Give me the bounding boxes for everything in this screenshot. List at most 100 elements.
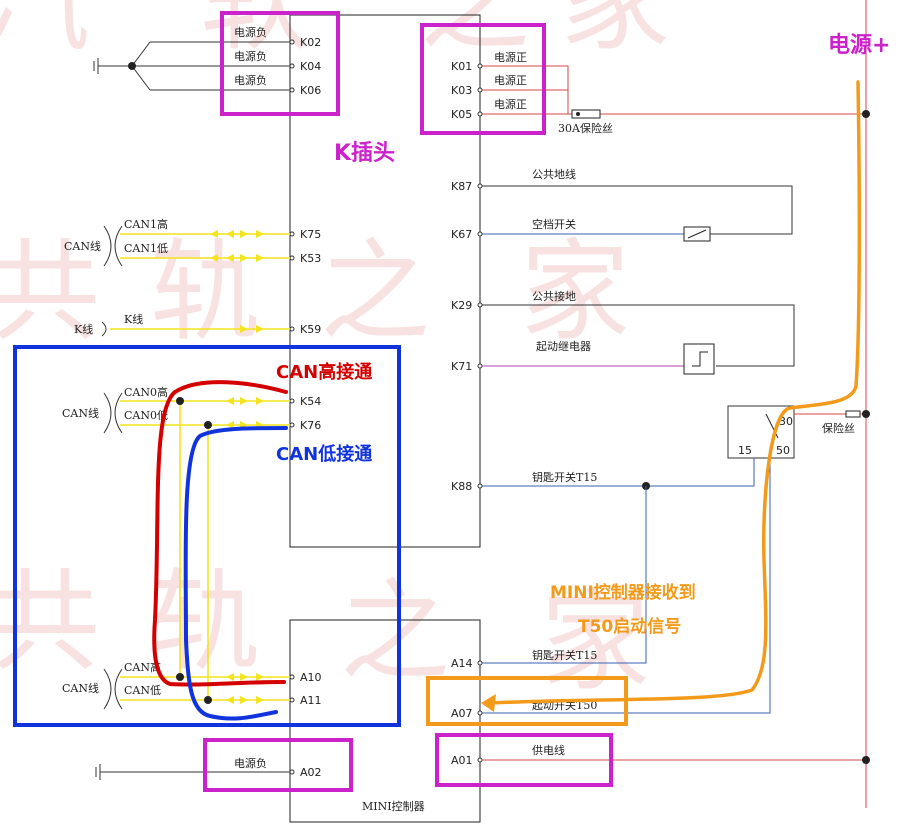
power-pos-label: 电源正: [494, 97, 527, 111]
pin-k67: K67: [451, 228, 472, 241]
mini-receive-label: MINI控制器接收到: [550, 582, 696, 603]
a14-t15-wire: [482, 486, 647, 664]
can1-low-label: CAN1低: [124, 242, 168, 255]
can-line-label: CAN线: [62, 681, 99, 695]
can0-high-label: CAN0高: [124, 385, 168, 399]
can-low-label: CAN低: [124, 684, 161, 697]
pin-k05: K05: [451, 108, 472, 121]
watermark-char: 共: [0, 228, 100, 356]
can1-arrows: [210, 230, 264, 262]
key-switch-t15-label: 钥匙开关T15: [532, 648, 597, 662]
can-high-connected-label: CAN高接通: [276, 361, 372, 383]
key-switch-t15-label: 钥匙开关T15: [532, 470, 597, 484]
pin-a11: A11: [300, 694, 322, 707]
k-line-plug-icon: [101, 321, 107, 337]
power-plus-label: 电源+: [828, 33, 890, 58]
switch-blade: [687, 229, 707, 239]
pin-k71: K71: [451, 360, 472, 373]
pin-k54: K54: [300, 395, 321, 408]
can-line-label: CAN线: [64, 239, 101, 253]
twisted-pair-icon: [103, 225, 123, 267]
pin-a07: A07: [451, 707, 473, 720]
can-connection-box: [13, 345, 401, 727]
k-plug-label: K插头: [334, 141, 395, 166]
k-line-left-label: K线: [74, 322, 93, 336]
can1-high-label: CAN1高: [124, 217, 168, 231]
fuse-contact: [576, 112, 580, 116]
watermark-char: 轨: [150, 558, 260, 686]
can0-low-label: CAN0低: [124, 409, 168, 422]
rail-junction-dot: [862, 410, 870, 418]
starter-relay-label: 起动继电器: [536, 340, 591, 353]
can-low-connected-label: CAN低接通: [276, 443, 372, 465]
relay-pin-15: 15: [738, 444, 752, 457]
a07-highlight-box: [426, 676, 628, 726]
watermark-char: 汽: [0, 0, 90, 66]
watermark-char: 之: [420, 0, 530, 66]
can-line-label: CAN线: [62, 406, 99, 420]
neutral-switch-label: 空档开关: [532, 217, 576, 231]
pin-a01: A01: [451, 754, 473, 767]
can-high-label: CAN高: [124, 660, 161, 674]
ground-junction-dot: [128, 62, 136, 70]
k88-t15-wire: [482, 458, 755, 487]
rail-junction-dot: [862, 110, 870, 118]
mini-controller-title: MINI控制器: [362, 799, 425, 813]
can-high-highlight: [152, 380, 288, 687]
pin-k59: K59: [300, 323, 321, 336]
common-ground-wire-label: 公共地线: [532, 167, 576, 181]
pin-k01: K01: [451, 60, 472, 73]
twisted-pair-icon: [103, 392, 123, 434]
pin-k88: K88: [451, 480, 472, 493]
rail-junction-dot: [862, 756, 870, 764]
power-pos-label: 电源正: [494, 50, 527, 64]
fuse-icon: [845, 410, 861, 418]
pin-a02: A02: [300, 766, 322, 779]
watermark-char: 之: [320, 228, 430, 356]
relay-pin-50: 50: [776, 444, 790, 457]
k29-wire: [482, 304, 795, 367]
common-ground-label: 公共接地: [532, 290, 576, 303]
pin-a10: A10: [300, 671, 322, 684]
starter-relay-icon: [683, 343, 715, 375]
k-line-arrows: [240, 325, 264, 333]
pin-k87: K87: [451, 180, 472, 193]
k-connector-body: [289, 14, 481, 548]
ground-label: 电源负: [234, 73, 267, 87]
pin-k75: K75: [300, 228, 321, 241]
relay-coil: [692, 351, 708, 367]
ground-label: 电源负: [234, 25, 267, 39]
watermark-char: 之: [340, 568, 450, 696]
k87-wire: [482, 185, 793, 235]
twisted-pair-icon: [103, 668, 123, 710]
pin-k76: K76: [300, 419, 321, 432]
can-low-highlight: [183, 426, 288, 721]
watermark-char: 家: [520, 228, 630, 356]
pin-k04: K04: [300, 60, 321, 73]
t50-arrow-head: [481, 694, 496, 712]
supply-line-label: 供电线: [532, 743, 565, 757]
power-pos-label: 电源正: [494, 73, 527, 87]
t50-signal-path: [488, 80, 862, 705]
pin-k29: K29: [451, 299, 472, 312]
pin-k03: K03: [451, 84, 472, 97]
pin-k06: K06: [300, 84, 321, 97]
highlight-boxes: [203, 11, 613, 792]
pin-k02: K02: [300, 36, 321, 49]
mini-connector-body: [289, 619, 481, 823]
a07-t50-wire: [482, 458, 771, 714]
watermark-char: 轨: [150, 228, 260, 356]
pin-terminals: [289, 39, 483, 775]
watermark-char: 家: [560, 0, 670, 66]
t50-signal-label: T50启动信号: [578, 616, 681, 637]
fuse-30a-icon: [571, 109, 601, 119]
pin-k53: K53: [300, 252, 321, 265]
k-line-label: K线: [124, 312, 143, 326]
pin-a14: A14: [451, 657, 473, 670]
fuse-label: 保险丝: [822, 421, 855, 435]
power-positive-wires: [482, 65, 866, 115]
fuse-30a-label: 30A保险丝: [558, 121, 613, 135]
can0-junction-dots: [176, 397, 212, 704]
